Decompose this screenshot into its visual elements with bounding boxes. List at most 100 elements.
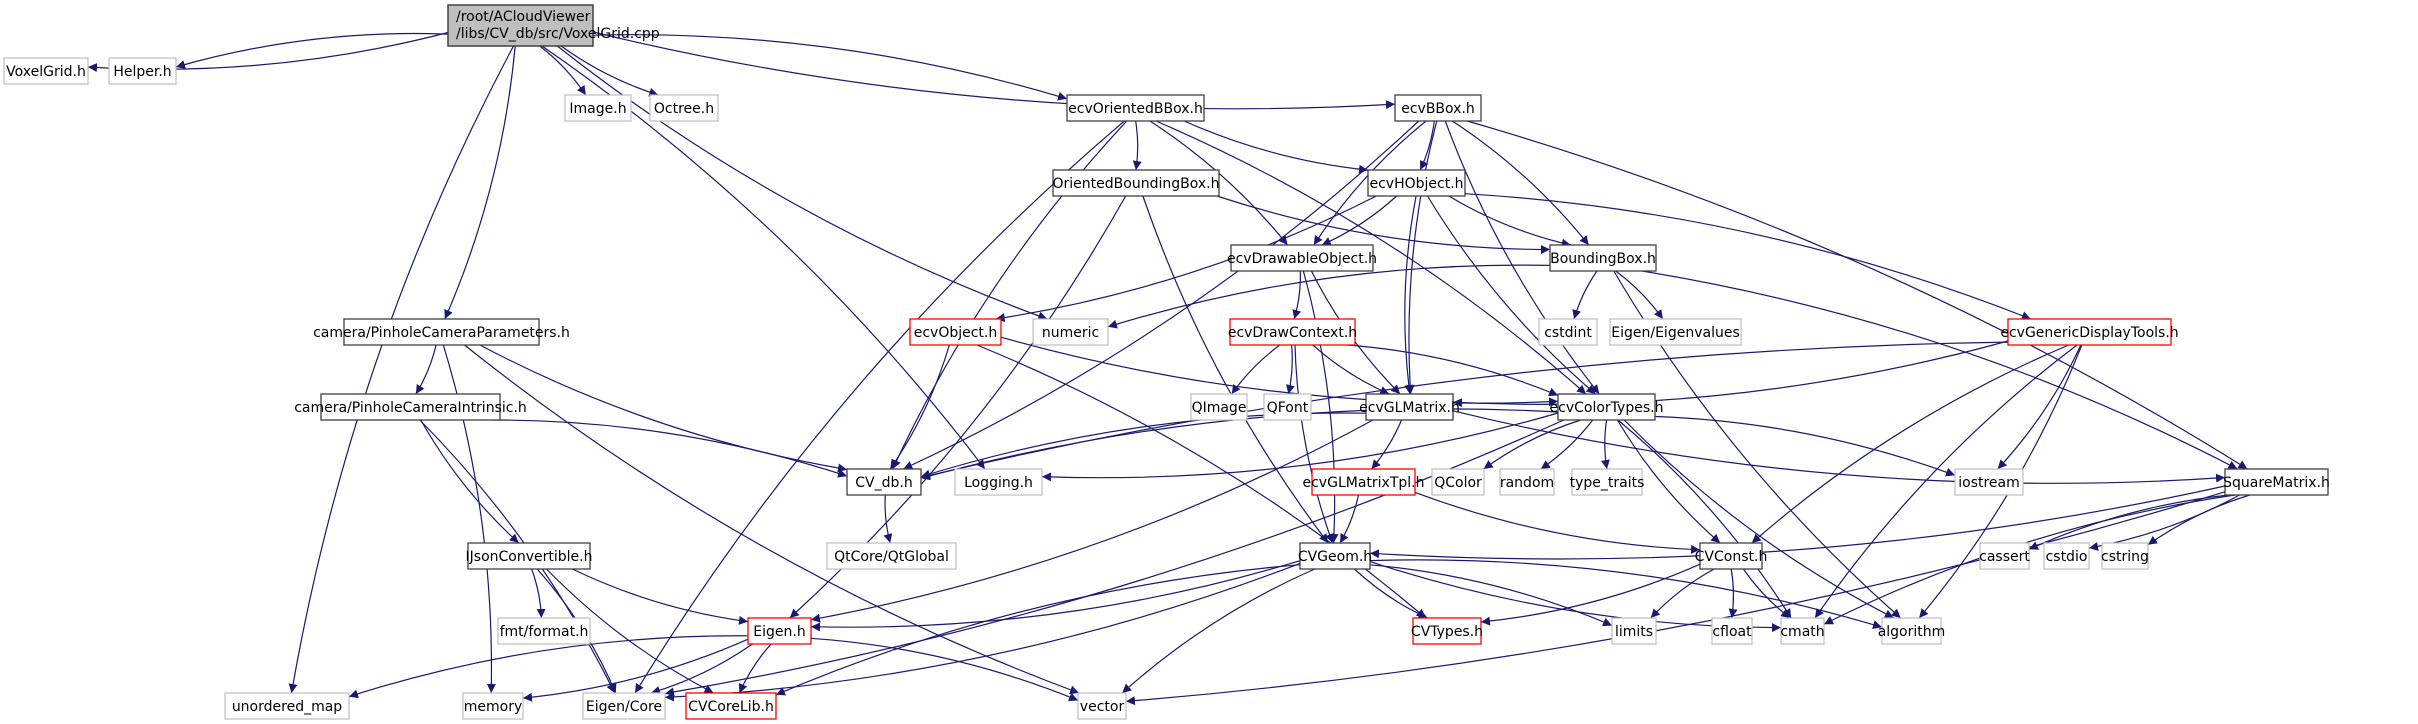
edge-pinholecameraintrinsic_h-to-ijsonconvertible_h: [420, 419, 520, 544]
node-cassert: cassert: [1979, 542, 2030, 570]
node-pinholecameraparameters-h[interactable]: camera/PinholeCameraParameters.h: [313, 318, 570, 346]
node-ecvorientedbbox-h[interactable]: ecvOrientedBBox.h: [1066, 94, 1205, 122]
edge-ecvhobject_h-to-ecvglmatrix_h: [1404, 195, 1417, 395]
node-fmt-format-h: fmt/format.h: [497, 617, 591, 645]
edge-root-to-ecvorientedbbox_h: [592, 34, 1068, 101]
node-box: [1881, 617, 1942, 645]
node-iostream: iostream: [1954, 468, 2024, 496]
node-box: [1190, 393, 1248, 421]
node-label: cstring: [2101, 549, 2149, 565]
node-voxelgrid-h: VoxelGrid.h: [3, 57, 89, 85]
node-box: [320, 393, 501, 421]
node-box: [497, 617, 591, 645]
edge-ecvobject_h-to-cv_db_h: [889, 344, 950, 470]
edge-ecvgenericdisplaytools_h-to-cmath: [1814, 344, 2078, 619]
node-orientedboundingbox-h[interactable]: OrientedBoundingBox.h: [1052, 169, 1220, 197]
node-ecvcolortypes-h[interactable]: ecvColorTypes.h: [1550, 393, 1664, 421]
edge-ecvdrawableobject_h-to-ecvdrawcontext_h: [1292, 270, 1302, 320]
edge-cvgeom_h-to-eigen_h: [810, 560, 1301, 632]
node-label: numeric: [1042, 325, 1099, 341]
node-box: [1365, 393, 1454, 421]
node-eigen-eigenvalues: Eigen/Eigenvalues: [1609, 318, 1742, 346]
node-label: ecvBBox.h: [1401, 101, 1475, 117]
node-label: vector: [1080, 699, 1125, 715]
node-box: [1263, 393, 1312, 421]
node-box: [1052, 169, 1220, 197]
node-algorithm: algorithm: [1878, 617, 1945, 645]
edge-pinholecameraparameters_h-to-pinholecameraintrinsic_h: [415, 344, 437, 395]
node-label: iostream: [1958, 475, 2020, 491]
node-qcolor: QColor: [1431, 468, 1485, 496]
node-label: ecvDrawContext.h: [1228, 325, 1357, 341]
node-label: ecvGLMatrixTpl.h: [1303, 475, 1425, 491]
node-cstdio: cstdio: [2043, 542, 2090, 570]
node-cvcorelib-h[interactable]: CVCoreLib.h: [685, 692, 777, 720]
node-eigen-h[interactable]: Eigen.h: [747, 617, 812, 645]
edge-ecvbbox_h-to-ecvhobject_h: [1419, 120, 1435, 171]
node-pinholecameraintrinsic-h[interactable]: camera/PinholeCameraIntrinsic.h: [294, 393, 527, 421]
node-ecvdrawableobject-h[interactable]: ecvDrawableObject.h: [1227, 244, 1377, 272]
node-cvconst-h[interactable]: CVConst.h: [1695, 542, 1768, 570]
edge-ecvbbox_h-to-squarematrix_h: [1466, 120, 2248, 470]
edge-cvconst_h-to-cmath: [1742, 568, 1791, 619]
node-squarematrix-h[interactable]: SquareMatrix.h: [2223, 468, 2330, 496]
node-box: [2224, 468, 2329, 496]
node-ecvdrawcontext-h[interactable]: ecvDrawContext.h: [1228, 318, 1357, 346]
edge-root-to-unordered_map: [288, 45, 515, 694]
edge-cvconst_h-to-limits: [1650, 568, 1715, 619]
node-box: [846, 468, 922, 496]
node-unordered-map: unordered_map: [224, 692, 350, 720]
node-ecvglmatrixtpl-h[interactable]: ecvGLMatrixTpl.h: [1303, 468, 1425, 496]
node-root[interactable]: /root/ACloudViewer/libs/CV_db/src/VoxelG…: [447, 4, 660, 47]
node-box: [1979, 542, 2030, 570]
node-label: Logging.h: [964, 475, 1033, 491]
node-box: [1032, 318, 1109, 346]
node-box: [1412, 617, 1482, 645]
node-label: Helper.h: [113, 64, 171, 80]
node-cvgeom-h[interactable]: CVGeom.h: [1298, 542, 1372, 570]
node-box: [1394, 94, 1482, 122]
node-box: [1311, 468, 1416, 496]
node-ecvhobject-h[interactable]: ecvHObject.h: [1367, 169, 1466, 197]
node-ijsonconvertible-h[interactable]: IJsonConvertible.h: [466, 542, 593, 570]
edge-ecvdrawcontext_h-to-qimage: [1231, 344, 1281, 395]
edge-ecvdrawcontext_h-to-cvgeom_h: [1294, 344, 1334, 544]
node-box: [1549, 244, 1657, 272]
edge-squarematrix_h-to-cstring: [2147, 494, 2251, 546]
edge-ecvorientedbbox_h-to-cv_db_h: [892, 120, 1128, 470]
edge-boundingbox_h-to-numeric: [1107, 264, 1551, 329]
edge-boundingbox_h-to-eigen_eigenvalues: [1615, 270, 1664, 320]
node-cvtypes-h[interactable]: CVTypes.h: [1411, 617, 1483, 645]
node-label: ecvOrientedBBox.h: [1068, 101, 1203, 117]
edge-ecvgenericdisplaytools_h-to-ecvglmatrix_h: [1452, 340, 2009, 408]
node-ecvglmatrix-h[interactable]: ecvGLMatrix.h: [1359, 393, 1460, 421]
node-label: ecvObject.h: [914, 325, 998, 341]
edge-ecvcolortypes_h-to-logging_h: [1041, 412, 1559, 482]
node-ecvobject-h[interactable]: ecvObject.h: [909, 318, 1002, 346]
edge-pinholecameraparameters_h-to-memory: [442, 344, 496, 694]
node-label: QtCore/QtGlobal: [834, 549, 949, 565]
node-cv-db-h[interactable]: CV_db.h: [846, 468, 922, 496]
edge-cvgeom_h-to-cvtypes_h: [1353, 568, 1428, 619]
edge-ecvorientedbbox_h-to-ecvdrawableobject_h: [1149, 120, 1289, 246]
edge-root-to-numeric: [556, 45, 1048, 321]
edge-root-to-octree_h: [560, 45, 659, 97]
node-label: QImage: [1192, 400, 1247, 416]
edge-ecvhobject_h-to-boundingbox_h: [1448, 195, 1571, 248]
node-box: [909, 318, 1002, 346]
node-label: CVCoreLib.h: [688, 699, 774, 715]
node-label: ecvHObject.h: [1369, 176, 1463, 192]
node-qtcore-qtglobal: QtCore/QtGlobal: [826, 542, 957, 570]
edge-root-to-image_h: [539, 45, 587, 96]
node-numeric: numeric: [1032, 318, 1109, 346]
edge-pinholecameraparameters_h-to-cv_db_h: [479, 344, 848, 473]
node-label: memory: [464, 699, 523, 715]
node-boundingbox-h[interactable]: BoundingBox.h: [1549, 244, 1657, 272]
node-ecvgenericdisplaytools-h[interactable]: ecvGenericDisplayTools.h: [2000, 318, 2179, 346]
node-box: [343, 318, 540, 346]
node-type-traits: type_traits: [1570, 468, 1644, 496]
node-ecvbbox-h[interactable]: ecvBBox.h: [1394, 94, 1482, 122]
node-label: CVTypes.h: [1411, 624, 1483, 640]
node-box: [108, 57, 177, 85]
